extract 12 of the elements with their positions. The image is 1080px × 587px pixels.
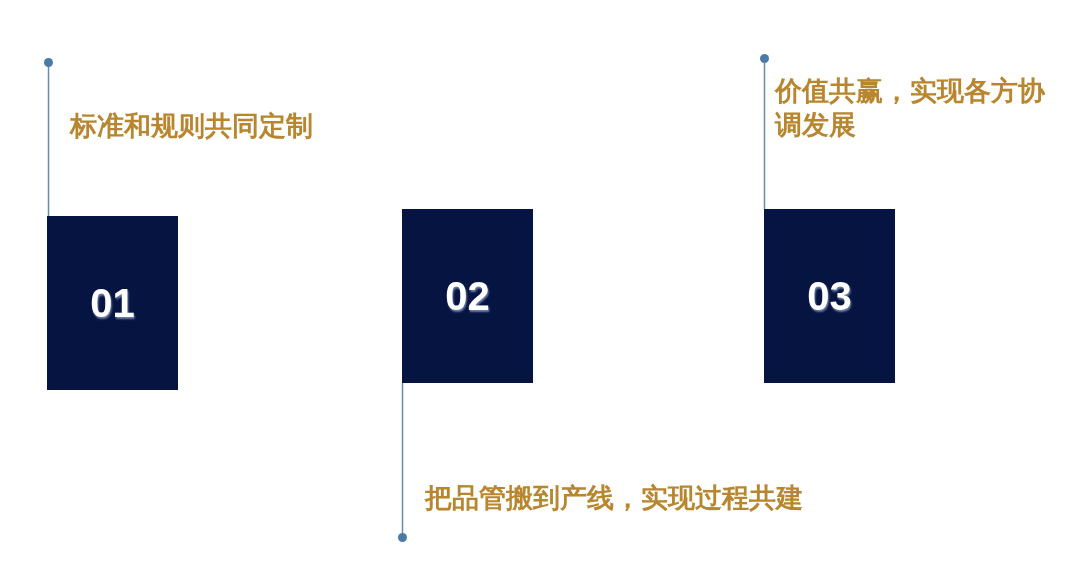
connector-line [47, 66, 50, 217]
caption-text: 把品管搬到产线，实现过程共建 [425, 481, 804, 515]
caption-text: 标准和规则共同定制 [70, 109, 314, 143]
caption-text: 价值共赢，实现各方协调发展 [775, 74, 1046, 142]
number-box [402, 209, 533, 383]
step-number: 01 [90, 280, 135, 326]
step-number: 03 [807, 273, 852, 319]
step-number: 02 [445, 273, 490, 319]
connector-line [401, 382, 404, 534]
end-dot [44, 58, 53, 67]
connector-line [763, 62, 766, 210]
number-box [764, 209, 895, 383]
